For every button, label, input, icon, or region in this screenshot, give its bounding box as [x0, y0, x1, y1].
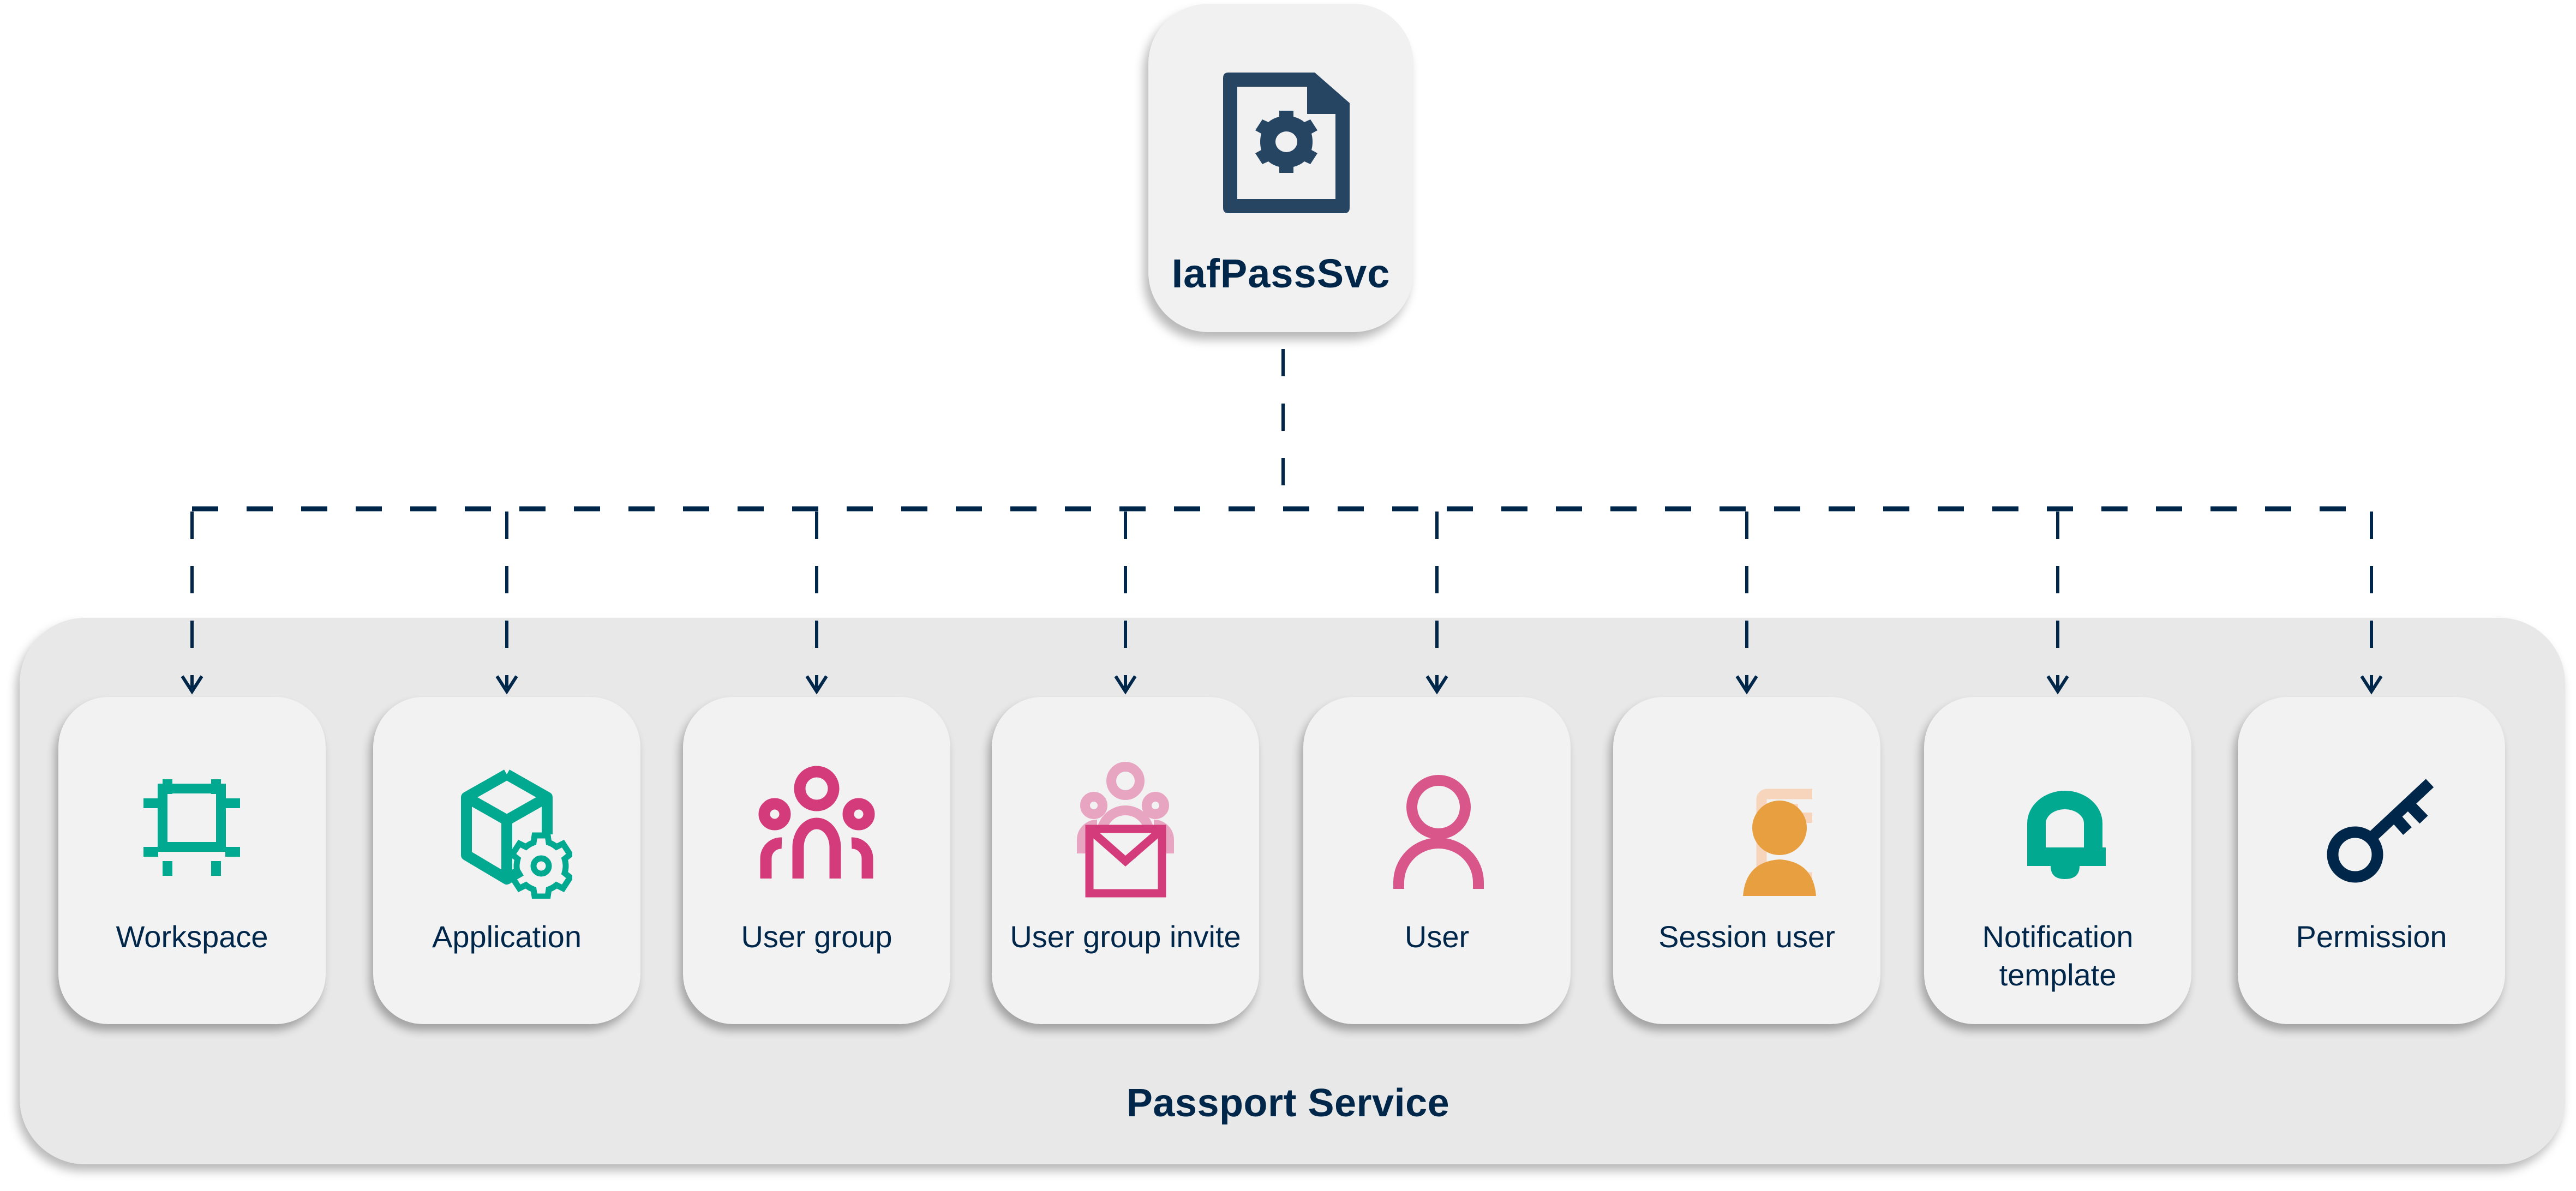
key-icon	[2327, 779, 2434, 883]
card-label: Notification template	[1982, 919, 2134, 992]
session-person-figure	[1743, 801, 1816, 896]
card-notification-template[interactable]: Notification template	[1924, 697, 2191, 1024]
root-node-label: IafPassSvc	[1171, 251, 1391, 296]
group-invite-envelope-icon	[1077, 762, 1174, 898]
card-user-group[interactable]: User group	[683, 697, 950, 1024]
card-label: Workspace	[116, 919, 268, 954]
card-label: User	[1404, 919, 1470, 954]
user-group-icon	[758, 766, 875, 879]
root-node-iafpasssvc[interactable]: IafPassSvc	[1148, 4, 1413, 332]
card-workspace[interactable]: Workspace	[58, 697, 326, 1024]
card-user-group-invite[interactable]: User group invite	[992, 697, 1259, 1024]
card-permission[interactable]: Permission	[2238, 697, 2505, 1024]
card-label: Session user	[1658, 919, 1835, 954]
card-label: Application	[432, 919, 582, 954]
card-label: Permission	[2296, 919, 2447, 954]
card-label: User group invite	[1010, 919, 1241, 954]
user-icon	[1393, 775, 1484, 889]
card-label: User group	[741, 919, 892, 954]
file-gear-icon	[1223, 73, 1350, 213]
container-title: Passport Service	[1126, 1081, 1450, 1125]
cube-gear-icon	[461, 769, 572, 899]
bell-icon	[2027, 791, 2106, 879]
card-application[interactable]: Application	[373, 697, 640, 1024]
card-user[interactable]: User	[1303, 697, 1571, 1024]
workspace-frame-icon	[143, 779, 240, 876]
